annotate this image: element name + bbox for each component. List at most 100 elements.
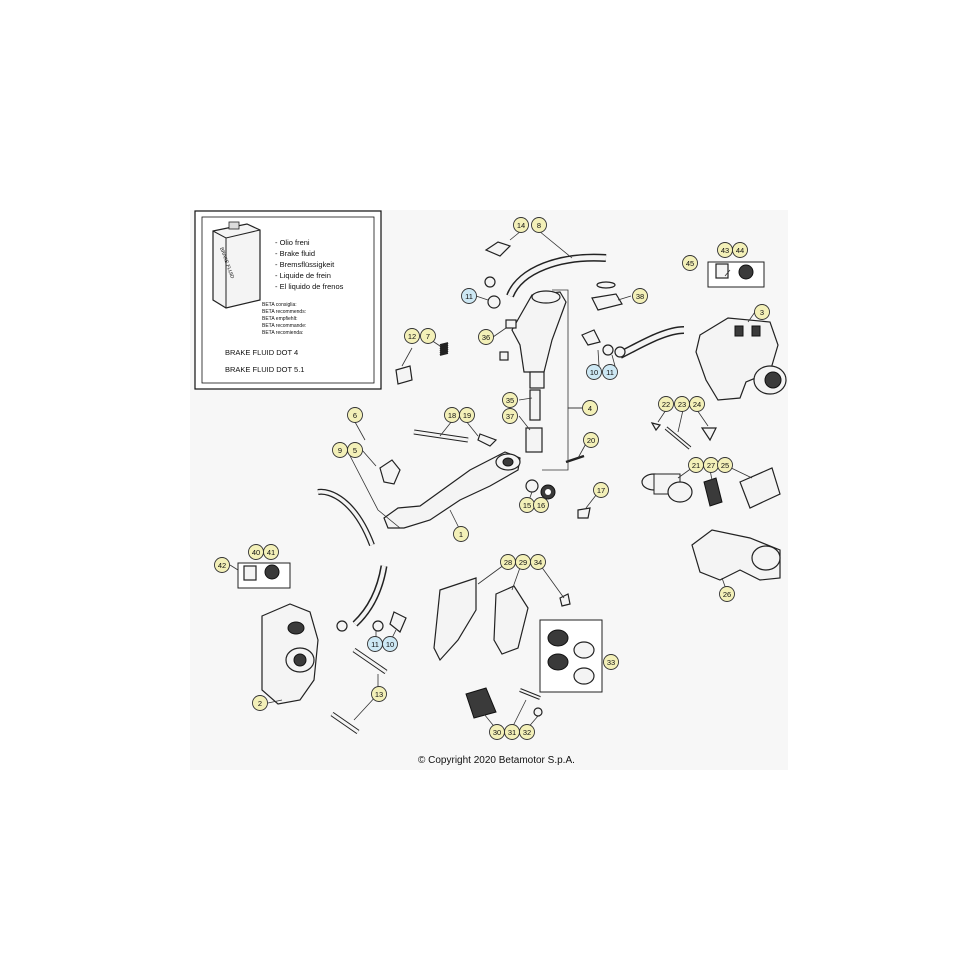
callout-label: 8 bbox=[537, 221, 541, 230]
brake-pedal bbox=[379, 451, 521, 529]
callout-c11c: 11 bbox=[367, 636, 383, 652]
recommend-0: BETA consiglia: bbox=[262, 302, 297, 308]
callout-circle bbox=[586, 364, 602, 380]
callout-c38: 38 bbox=[632, 288, 648, 304]
callout-label: 2 bbox=[258, 699, 262, 708]
callout-circle bbox=[502, 408, 518, 424]
callout-label: 11 bbox=[465, 292, 473, 301]
callout-circle bbox=[689, 396, 705, 412]
callout-circle bbox=[717, 457, 733, 473]
callout-label: 29 bbox=[519, 558, 527, 567]
callout-circle bbox=[603, 654, 619, 670]
callout-label: 17 bbox=[597, 486, 605, 495]
callout-c33: 33 bbox=[603, 654, 619, 670]
callout-c8: 8 bbox=[531, 217, 547, 233]
callout-label: 30 bbox=[493, 728, 501, 737]
callout-label: 16 bbox=[537, 501, 545, 510]
callout-label: 35 bbox=[506, 396, 514, 405]
callout-c13: 13 bbox=[371, 686, 387, 702]
callout-circle bbox=[214, 557, 230, 573]
callout-c7: 7 bbox=[420, 328, 436, 344]
callout-label: 33 bbox=[607, 658, 615, 667]
callout-circle bbox=[453, 526, 469, 542]
callout-label: 15 bbox=[523, 501, 531, 510]
callout-circle bbox=[382, 636, 398, 652]
callout-c34: 34 bbox=[530, 554, 546, 570]
callout-label: 5 bbox=[353, 446, 357, 455]
callout-label: 14 bbox=[517, 221, 525, 230]
callout-circle bbox=[754, 304, 770, 320]
callout-circle bbox=[583, 432, 599, 448]
callout-label: 12 bbox=[408, 332, 416, 341]
legend-recommends: BETA consiglia: BETA recommends: BETA em… bbox=[262, 302, 306, 336]
callout-c35: 35 bbox=[502, 392, 518, 408]
callout-c22: 22 bbox=[658, 396, 674, 412]
callout-label: 43 bbox=[721, 246, 729, 255]
callout-c1: 1 bbox=[453, 526, 469, 542]
callout-label: 25 bbox=[721, 461, 729, 470]
callout-label: 9 bbox=[338, 446, 342, 455]
callout-circle bbox=[531, 217, 547, 233]
callout-c44: 44 bbox=[732, 242, 748, 258]
callout-circle bbox=[371, 686, 387, 702]
callout-c23: 23 bbox=[674, 396, 690, 412]
callout-label: 23 bbox=[678, 400, 686, 409]
callout-label: 22 bbox=[662, 400, 670, 409]
callout-circle bbox=[347, 442, 363, 458]
callout-c15: 15 bbox=[519, 497, 535, 513]
callout-label: 20 bbox=[587, 436, 595, 445]
callout-c21: 21 bbox=[688, 457, 704, 473]
callout-label: 11 bbox=[606, 368, 614, 377]
callout-circle bbox=[420, 328, 436, 344]
callout-label: 26 bbox=[723, 590, 731, 599]
callout-circle bbox=[602, 364, 618, 380]
callout-circle bbox=[682, 255, 698, 271]
callout-label: 3 bbox=[760, 308, 764, 317]
callout-label: 31 bbox=[508, 728, 516, 737]
brake-fluid-can-icon: BRAKE FLUID bbox=[212, 221, 261, 309]
legend-line-2: - Bremsflüssigkeit bbox=[275, 260, 335, 269]
callout-c42: 42 bbox=[214, 557, 230, 573]
recommend-4: BETA recomienda: bbox=[262, 330, 303, 336]
callout-c30: 30 bbox=[489, 724, 505, 740]
callout-c12: 12 bbox=[404, 328, 420, 344]
callout-label: 41 bbox=[267, 548, 275, 557]
callout-c10a: 10 bbox=[586, 364, 602, 380]
callout-label: 11 bbox=[371, 640, 379, 649]
callout-c37: 37 bbox=[502, 408, 518, 424]
callout-c6: 6 bbox=[347, 407, 363, 423]
callout-c18: 18 bbox=[444, 407, 460, 423]
callout-circle bbox=[533, 497, 549, 513]
callout-label: 42 bbox=[218, 561, 226, 570]
legend-line-3: - Liquide de frein bbox=[275, 271, 331, 280]
callout-c2: 2 bbox=[252, 695, 268, 711]
callout-c19: 19 bbox=[459, 407, 475, 423]
callout-c3: 3 bbox=[754, 304, 770, 320]
callout-label: 13 bbox=[375, 690, 383, 699]
callout-circle bbox=[658, 396, 674, 412]
callout-label: 10 bbox=[386, 640, 394, 649]
callout-circle bbox=[719, 586, 735, 602]
callout-label: 1 bbox=[459, 530, 463, 539]
recommend-1: BETA recommends: bbox=[262, 309, 306, 315]
callout-c43: 43 bbox=[717, 242, 733, 258]
recommend-3: BETA recommande: bbox=[262, 323, 306, 329]
callout-c16: 16 bbox=[533, 497, 549, 513]
callout-c9: 9 bbox=[332, 442, 348, 458]
legend-dot51: BRAKE FLUID DOT 5.1 bbox=[225, 365, 304, 374]
callout-label: 36 bbox=[482, 333, 490, 342]
callout-label: 44 bbox=[736, 246, 744, 255]
callout-circle bbox=[347, 407, 363, 423]
callout-c27: 27 bbox=[703, 457, 719, 473]
legend-line-4: - El liquido de frenos bbox=[275, 282, 344, 291]
callout-label: 27 bbox=[707, 461, 715, 470]
callout-circle bbox=[582, 400, 598, 416]
callout-label: 7 bbox=[426, 332, 430, 341]
callout-c25: 25 bbox=[717, 457, 733, 473]
callout-c29: 29 bbox=[515, 554, 531, 570]
callout-label: 34 bbox=[534, 558, 542, 567]
callout-label: 40 bbox=[252, 548, 260, 557]
callout-circle bbox=[404, 328, 420, 344]
